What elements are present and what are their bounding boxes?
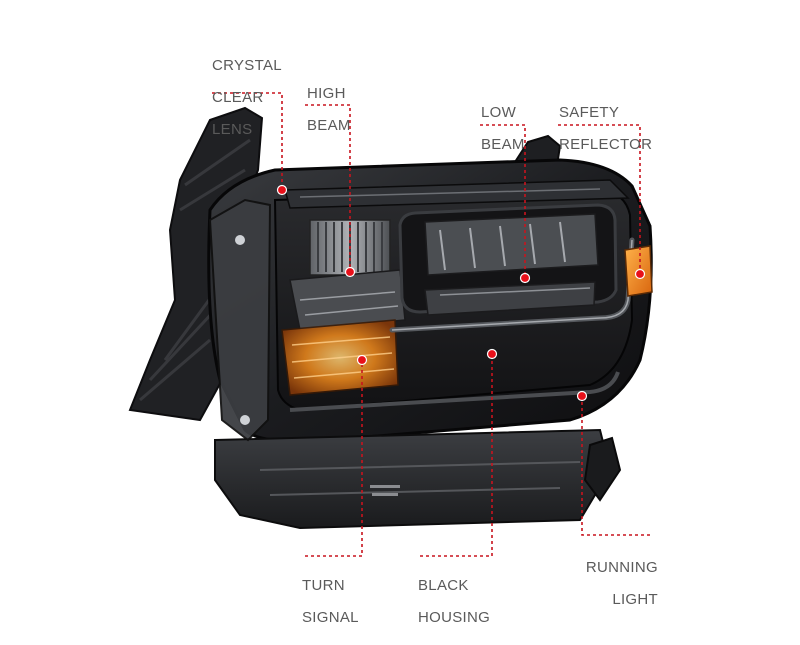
leader-crystal-clear-lens <box>212 92 283 188</box>
label-line: HOUSING <box>418 609 491 626</box>
label-line: LOW <box>481 104 517 121</box>
label-line: SAFETY <box>559 104 620 121</box>
marker-low-beam <box>519 272 531 284</box>
label-line: TURN <box>302 577 345 594</box>
base-marking-2 <box>372 493 398 496</box>
lens-screw-bottom <box>240 415 250 425</box>
marker-black-housing <box>486 348 498 360</box>
label-line: LIGHT <box>612 591 658 608</box>
leader-low-beam <box>480 124 526 276</box>
marker-turn-signal <box>356 354 368 366</box>
label-line: LENS <box>212 121 253 138</box>
leader-turn-signal <box>305 362 363 557</box>
label-line: HIGH <box>307 85 346 102</box>
right-side-mount <box>583 436 622 502</box>
leader-high-beam <box>305 104 351 270</box>
label-black-housing: BLACK HOUSING <box>418 562 490 642</box>
label-line: RUNNING <box>585 559 658 576</box>
label-crystal-clear-lens: CRYSTAL CLEAR LENS <box>212 42 282 154</box>
lower-housing-ridges <box>259 461 581 496</box>
label-low-beam: LOW BEAM <box>481 89 525 169</box>
label-safety-reflector: SAFETY REFLECTOR <box>559 89 652 169</box>
light-bar-highlight <box>299 188 601 198</box>
low-beam-lower-highlight <box>439 287 591 296</box>
bottom-light-bar <box>289 371 620 412</box>
running-light-highlight <box>391 239 633 331</box>
marker-high-beam <box>344 266 356 278</box>
lens-screw-top <box>235 235 245 245</box>
lens-side-panel <box>208 198 272 442</box>
label-turn-signal: TURN SIGNAL <box>302 562 359 642</box>
marker-crystal-clear-lens <box>276 184 288 196</box>
label-running-light: RUNNING LIGHT <box>570 544 658 624</box>
marker-safety-reflector <box>634 268 646 280</box>
lower-housing-base <box>214 428 612 530</box>
high-beam-reflector <box>289 269 406 331</box>
leader-black-housing <box>420 356 493 557</box>
label-line: REFLECTOR <box>559 136 653 153</box>
base-marking <box>370 485 400 488</box>
top-light-bar <box>284 179 630 209</box>
label-line: CRYSTAL <box>212 57 282 74</box>
label-line: SIGNAL <box>302 609 359 626</box>
high-beam-reflector-lines <box>299 291 399 316</box>
leader-running-light <box>581 398 650 536</box>
label-line: BLACK <box>418 577 469 594</box>
rear-bracket-ribs <box>139 138 251 402</box>
label-line: BEAM <box>481 136 525 153</box>
label-high-beam: HIGH BEAM <box>307 70 351 150</box>
low-beam-facets <box>439 221 566 271</box>
turn-signal-lines <box>291 336 395 379</box>
low-beam-upper-reflector <box>424 213 599 276</box>
marker-running-light <box>576 390 588 402</box>
leader-safety-reflector <box>558 124 641 272</box>
label-line: BEAM <box>307 117 351 134</box>
label-line: CLEAR <box>212 89 264 106</box>
